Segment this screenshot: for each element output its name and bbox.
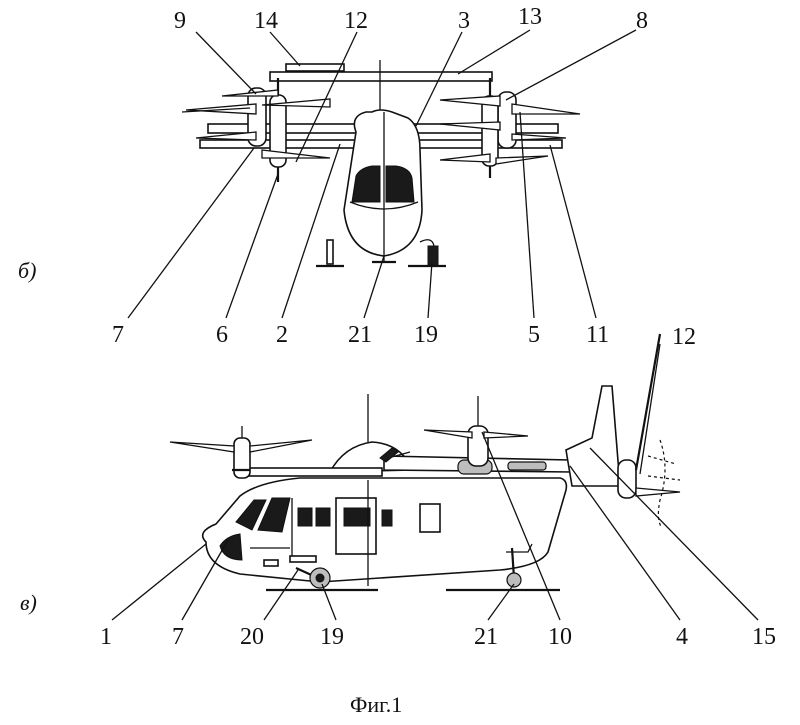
cabin-window-2	[315, 507, 331, 527]
side-fuselage	[201, 477, 568, 583]
front-view-leaders	[127, 29, 637, 319]
callout-19: 19	[414, 322, 438, 348]
callout-5: 5	[528, 322, 540, 348]
callout-side-19: 19	[320, 624, 344, 650]
side-view-callouts: 12 1 7 20 19 21 10 4 15	[100, 324, 776, 650]
side-front-rotor	[169, 426, 313, 479]
callout-3: 3	[458, 8, 470, 34]
callout-side-10: 10	[548, 624, 572, 650]
front-wheel-right	[427, 245, 439, 267]
callout-6: 6	[216, 322, 228, 348]
callout-side-21: 21	[474, 624, 498, 650]
side-nose-window	[219, 533, 243, 561]
front-gear-left	[326, 239, 334, 265]
cabin-door-window	[343, 507, 371, 527]
side-rear-rotor	[423, 396, 529, 467]
cabin-window-1	[297, 507, 313, 527]
callout-side-7: 7	[172, 624, 184, 650]
windshield-right	[385, 165, 415, 203]
right-rotor-pod	[439, 78, 581, 178]
upper-wing	[269, 71, 493, 82]
cabin-window-3	[381, 509, 393, 527]
upper-slat	[285, 63, 345, 72]
cockpit-window-1	[235, 499, 267, 531]
callout-side-20: 20	[240, 624, 264, 650]
callout-7: 7	[112, 322, 124, 348]
callout-13: 13	[518, 4, 542, 30]
view-label-front: б)	[18, 258, 36, 283]
aft-hatch	[419, 503, 441, 533]
callout-2: 2	[276, 322, 288, 348]
fuselage-front	[343, 109, 423, 257]
side-view-drawing	[169, 333, 681, 592]
vertical-tail	[565, 385, 621, 487]
windshield-left	[351, 165, 381, 203]
callout-11: 11	[586, 322, 609, 348]
front-view-drawing	[181, 60, 581, 268]
callout-side-4: 4	[676, 624, 688, 650]
callout-21: 21	[348, 322, 372, 348]
callout-9: 9	[174, 8, 186, 34]
cockpit-window-2	[257, 497, 291, 533]
callout-8: 8	[636, 8, 648, 34]
view-label-side: в)	[20, 590, 37, 615]
tail-rotor	[617, 333, 681, 529]
left-rotor-pod	[181, 78, 331, 182]
side-view-leaders	[111, 343, 759, 621]
callout-side-15: 15	[752, 624, 776, 650]
figure-caption: Фиг.1	[350, 692, 402, 717]
front-view-callouts: 9 14 12 3 13 8 7 6 2 21 19 5 11	[112, 4, 648, 348]
front-wing-boom	[243, 467, 383, 477]
callout-side-1: 1	[100, 624, 112, 650]
callout-14: 14	[254, 8, 278, 34]
side-rear-gear	[446, 543, 560, 592]
callout-side-12: 12	[672, 324, 696, 350]
callout-12: 12	[344, 8, 368, 34]
